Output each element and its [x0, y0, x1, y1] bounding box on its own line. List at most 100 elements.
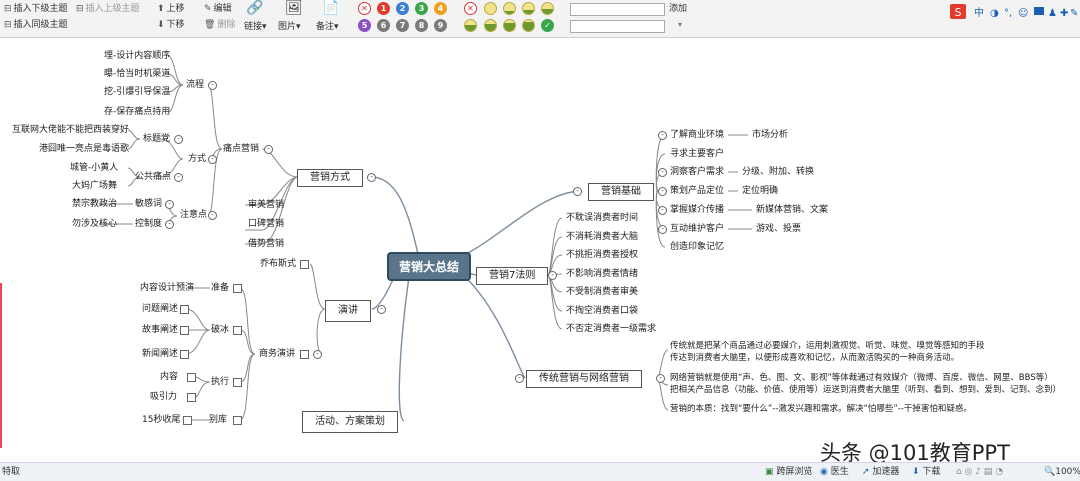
collapse-toggle[interactable]: -: [367, 173, 376, 182]
move-up-button[interactable]: ⬆上移: [157, 4, 185, 14]
list-item[interactable]: 新媒体营销、文案: [756, 205, 829, 215]
collapse-toggle[interactable]: -: [658, 225, 667, 234]
priority-7-icon[interactable]: 7: [396, 19, 409, 32]
list-item[interactable]: 市场分析: [752, 130, 789, 140]
topic-closing[interactable]: 别库: [209, 415, 228, 425]
topic-traditional-vs-online[interactable]: 传统营销与网络营销: [526, 370, 642, 388]
list-item[interactable]: 问题阐述: [142, 304, 179, 314]
priority-3-icon[interactable]: 3: [415, 2, 428, 15]
progress-6-icon[interactable]: [503, 19, 516, 32]
list-item[interactable]: 内容: [160, 372, 179, 382]
tag-list[interactable]: [570, 20, 665, 33]
topic-marketing-basics[interactable]: 营销基础: [588, 183, 654, 201]
list-item[interactable]: 勿涉及核心: [72, 219, 118, 229]
note-icon[interactable]: [233, 284, 242, 293]
list-item[interactable]: 策划产品定位: [670, 186, 725, 196]
priority-9-icon[interactable]: 9: [434, 19, 447, 32]
note-icon[interactable]: [180, 305, 189, 314]
note-icon[interactable]: [300, 350, 309, 359]
download-button[interactable]: ⬇ 下载: [912, 467, 941, 477]
list-item[interactable]: 15秒收尾: [142, 415, 181, 425]
text-online-line1[interactable]: 网络营销就是使用“声、色、图、文、影视”等体裁通过有效媒介（微博、百度、微信、网…: [670, 373, 1053, 383]
move-down-button[interactable]: ⬇下移: [157, 20, 185, 30]
list-item[interactable]: 不耽误消费者时间: [566, 213, 639, 223]
priority-8-icon[interactable]: 8: [415, 19, 428, 32]
list-item[interactable]: 游戏、投票: [756, 224, 802, 234]
list-item[interactable]: 城管-小黄人: [70, 163, 119, 173]
collapse-toggle[interactable]: -: [658, 206, 667, 215]
progress-0-icon[interactable]: [484, 2, 497, 15]
topic-activity-planning[interactable]: 活动、方案策划: [302, 411, 398, 433]
zoom-control[interactable]: 🔍100%: [1044, 467, 1080, 477]
topic-pain-point-marketing[interactable]: 痛点营销: [223, 144, 260, 154]
note-icon[interactable]: [180, 326, 189, 335]
list-item[interactable]: 创造印象记忆: [670, 242, 725, 252]
note-icon[interactable]: [180, 350, 189, 359]
note-menu-button[interactable]: 备注▾: [316, 22, 339, 32]
remove-progress-icon[interactable]: ✕: [464, 2, 477, 15]
list-item[interactable]: 吸引力: [150, 392, 178, 402]
remove-priority-icon[interactable]: ✕: [358, 2, 371, 15]
list-item[interactable]: 不受制消费者审美: [566, 287, 639, 297]
text-traditional-line2[interactable]: 传达到消费者大脑里，以便形成喜欢和记忆，从而激活购买的一种商务活动。: [670, 353, 960, 363]
progress-5-icon[interactable]: [484, 19, 497, 32]
edit-button[interactable]: ✎编辑: [204, 4, 232, 14]
list-item[interactable]: 大妈广场舞: [72, 181, 118, 191]
collapse-toggle[interactable]: -: [548, 271, 557, 280]
collapse-toggle[interactable]: -: [313, 350, 322, 359]
note-icon[interactable]: [187, 393, 196, 402]
collapse-toggle[interactable]: -: [573, 187, 582, 196]
collapse-toggle[interactable]: -: [658, 168, 667, 177]
tag-input[interactable]: [570, 3, 665, 16]
topic-flow[interactable]: 流程: [186, 80, 205, 90]
doctor-button[interactable]: ◉ 医生: [820, 467, 849, 477]
topic-seven-rules[interactable]: 营销7法则: [476, 267, 549, 285]
list-item[interactable]: 不消耗消费者大脑: [566, 232, 639, 242]
priority-4-icon[interactable]: 4: [434, 2, 447, 15]
topic-ice-breaking[interactable]: 破冰: [211, 325, 230, 335]
text-traditional-line1[interactable]: 传统就是把某个商品通过必要媒介，运用刺激视觉、听觉、味觉、嗅觉等感知的手段: [670, 341, 985, 351]
progress-7-icon[interactable]: [522, 19, 535, 32]
collapse-toggle[interactable]: -: [658, 131, 667, 140]
list-item[interactable]: 洞察客户需求: [670, 167, 725, 177]
topic-notes[interactable]: 注意点: [180, 210, 208, 220]
topic-speech[interactable]: 演讲: [325, 300, 371, 322]
list-item[interactable]: 内容设计预演: [140, 283, 195, 293]
note-icon[interactable]: [300, 260, 309, 269]
topic-execute[interactable]: 执行: [211, 377, 230, 387]
list-item[interactable]: 存-保存痛点持用: [104, 107, 171, 117]
list-item[interactable]: 定位明确: [742, 186, 779, 196]
priority-1-icon[interactable]: 1: [377, 2, 390, 15]
collapse-toggle[interactable]: -: [658, 187, 667, 196]
collapse-toggle[interactable]: -: [174, 173, 183, 182]
list-item[interactable]: 埋-设计内容顺序: [104, 51, 171, 61]
topic-title-party[interactable]: 标题党: [143, 134, 171, 144]
list-item[interactable]: 不挑拒消费者授权: [566, 250, 639, 260]
priority-5-icon[interactable]: 5: [358, 19, 371, 32]
collapse-toggle[interactable]: -: [208, 155, 217, 164]
progress-1-icon[interactable]: [503, 2, 516, 15]
list-item[interactable]: 口碑营销: [248, 219, 285, 229]
note-icon[interactable]: [233, 378, 242, 387]
list-item[interactable]: 不掏空消费者口袋: [566, 306, 639, 316]
list-item[interactable]: 故事阐述: [142, 325, 179, 335]
link-menu-button[interactable]: 链接▾: [244, 22, 267, 32]
list-item[interactable]: 不影响消费者情绪: [566, 269, 639, 279]
list-item[interactable]: 分级、附加、转换: [742, 167, 815, 177]
image-menu-button[interactable]: 图片▾: [278, 22, 301, 32]
mindmap-canvas[interactable]: 营销大总结 营销方式 - 痛点营销 - 流程 - 埋-设计内容顺序 曝-恰当时机…: [0, 38, 1080, 462]
progress-3-icon[interactable]: [541, 2, 554, 15]
collapse-toggle[interactable]: -: [264, 145, 273, 154]
list-item[interactable]: 不否定消费者一级需求: [566, 324, 657, 334]
note-icon[interactable]: [183, 416, 192, 425]
topic-business-speech[interactable]: 商务演讲: [259, 349, 296, 359]
note-icon[interactable]: [187, 373, 196, 382]
central-topic[interactable]: 营销大总结: [387, 252, 472, 281]
list-item[interactable]: 了解商业环境: [670, 130, 725, 140]
list-item[interactable]: 寻求主要客户: [670, 149, 725, 159]
collapse-toggle[interactable]: -: [165, 220, 174, 229]
list-item[interactable]: 曝-恰当时机渠道: [104, 69, 171, 79]
topic-common-pain[interactable]: 公共痛点: [135, 172, 172, 182]
list-item[interactable]: 港囧唯一亮点是毒语歌: [39, 144, 130, 154]
list-item[interactable]: 挖-引爆引导保温: [104, 87, 171, 97]
